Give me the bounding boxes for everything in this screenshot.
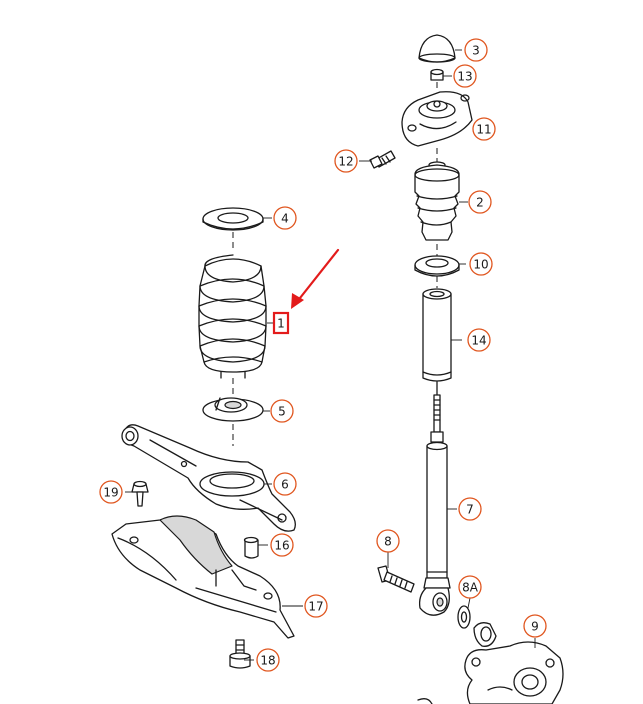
callout-10[interactable]: 10	[469, 252, 493, 276]
callout-ring	[468, 190, 492, 214]
callout-ring	[273, 472, 297, 496]
callout-2[interactable]: 2	[468, 190, 492, 214]
callout-16[interactable]: 16	[270, 533, 294, 557]
callout-ring	[99, 480, 123, 504]
callout-4[interactable]: 4	[273, 206, 297, 230]
callout-label: 1	[277, 317, 285, 331]
part-mount-bolt	[369, 150, 396, 169]
part-cover-17	[111, 515, 295, 639]
callout-label: 13	[457, 70, 472, 84]
callout-ring	[523, 614, 547, 638]
callout-label: 6	[281, 478, 289, 492]
part-spring-washer	[414, 255, 460, 277]
callout-label: 17	[308, 600, 323, 614]
part-lower-spring-seat	[202, 397, 264, 422]
leader-lines	[125, 49, 536, 661]
callout-ring	[334, 149, 358, 173]
part-washer-8a	[457, 605, 471, 629]
callout-6[interactable]: 6	[273, 472, 297, 496]
callout-12[interactable]: 12	[334, 149, 358, 173]
part-top-nut	[430, 68, 444, 81]
callout-19[interactable]: 19	[99, 480, 123, 504]
callout-ring	[256, 648, 280, 672]
callout-ring	[273, 206, 297, 230]
callout-ring	[270, 533, 294, 557]
callout-ring	[453, 64, 477, 88]
part-lower-bolt	[377, 565, 415, 593]
part-dust-cap	[418, 34, 456, 63]
callout-ring	[270, 399, 294, 423]
callout-8[interactable]: 8	[376, 529, 400, 553]
highlight-arrow	[291, 248, 340, 309]
callout-ring	[472, 117, 496, 141]
callout-label: 9	[531, 620, 539, 634]
callout-label: 2	[476, 196, 484, 210]
callout-highlight-box	[272, 311, 290, 335]
part-wheel-bearing-housing	[417, 622, 564, 704]
callout-17[interactable]: 17	[304, 594, 328, 618]
callout-ring	[464, 38, 488, 62]
callout-label: 5	[278, 405, 286, 419]
callout-ring	[467, 328, 491, 352]
callout-label: 4	[281, 212, 289, 226]
part-coil-spring	[198, 254, 267, 379]
callout-label: 10	[473, 258, 488, 272]
callout-label: 11	[476, 123, 491, 137]
part-top-mount	[401, 91, 473, 147]
part-bump-stop	[414, 161, 460, 241]
part-spring-link	[121, 424, 296, 532]
callout-11[interactable]: 11	[472, 117, 496, 141]
callout-18[interactable]: 18	[256, 648, 280, 672]
callout-label: 8	[384, 535, 392, 549]
callout-7[interactable]: 7	[458, 497, 482, 521]
callout-layer: 313 11 12 2 10 14 4 1 5 6 19 16 17 18 7 8 8A 9	[99, 38, 547, 672]
part-bolt-18	[229, 639, 251, 669]
callout-9[interactable]: 9	[523, 614, 547, 638]
callout-13[interactable]: 13	[453, 64, 477, 88]
callout-ring	[304, 594, 328, 618]
callout-ring	[376, 529, 400, 553]
part-buffer-16	[243, 536, 259, 559]
callout-14[interactable]: 14	[467, 328, 491, 352]
callout-5[interactable]: 5	[270, 399, 294, 423]
callout-label: 16	[274, 539, 289, 553]
callout-label: 14	[471, 334, 486, 348]
part-clip-19	[131, 480, 149, 507]
part-protective-sleeve	[422, 288, 452, 382]
callout-8a[interactable]: 8A	[458, 575, 482, 599]
callout-ring	[458, 575, 482, 599]
callout-label: 19	[103, 486, 118, 500]
callout-ring	[469, 252, 493, 276]
callout-label: 7	[466, 503, 474, 517]
callout-label: 3	[472, 44, 480, 58]
part-shock-absorber	[418, 381, 451, 616]
callout-label: 18	[260, 654, 275, 668]
callout-ring	[458, 497, 482, 521]
callout-label: 12	[338, 155, 353, 169]
callout-label: 8A	[462, 581, 479, 595]
assembly-axis-lines	[232, 82, 438, 446]
callout-1[interactable]: 1	[272, 311, 290, 335]
callout-3[interactable]: 3	[464, 38, 488, 62]
part-upper-spring-seat	[202, 207, 264, 231]
